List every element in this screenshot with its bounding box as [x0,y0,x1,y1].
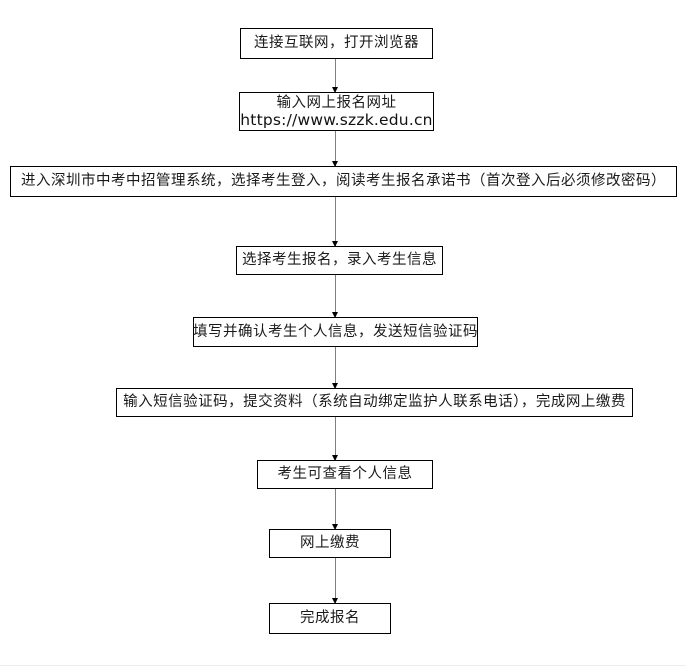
flow-step-label: 输入网上报名网址 [276,94,397,111]
down-arrow-connector [332,197,338,247]
flow-step-submit-and-pay: 输入短信验证码，提交资料（系统自动绑定监护人联系电话），完成网上缴费 [116,388,633,417]
flow-step-select-registration: 选择考生报名，录入考生信息 [236,246,443,275]
flow-step-complete: 完成报名 [269,603,391,634]
flow-step-label: 选择考生报名，录入考生信息 [242,252,437,268]
flow-step-label: 填写并确认考生个人信息，发送短信验证码 [193,323,478,340]
flow-step-label: 连接互联网，打开浏览器 [254,35,419,51]
flow-step-login-system: 进入深圳市中考中招管理系统，选择考生登入，阅读考生报名承诺书（首次登入后必须修改… [10,166,677,197]
flow-step-enter-url: 输入网上报名网址 https://www.szzk.edu.cn [239,92,434,131]
flow-step-label: 完成报名 [300,610,360,626]
down-arrow-connector [332,489,338,530]
flow-step-label: 考生可查看个人信息 [277,466,413,482]
registration-url-text: https://www.szzk.edu.cn [240,110,433,129]
flow-step-online-payment: 网上缴费 [269,529,391,558]
flow-step-label: 输入短信验证码，提交资料（系统自动绑定监护人联系电话），完成网上缴费 [123,394,626,410]
flow-step-view-info: 考生可查看个人信息 [257,460,433,489]
down-arrow-connector [332,275,338,318]
down-arrow-connector [332,558,338,604]
down-arrow-connector [332,59,338,93]
flow-step-connect-internet: 连接互联网，打开浏览器 [240,28,433,59]
flow-step-label: 进入深圳市中考中招管理系统，选择考生登入，阅读考生报名承诺书（首次登入后必须修改… [21,173,666,189]
flow-step-label: 网上缴费 [300,535,360,551]
down-arrow-connector [332,347,338,389]
down-arrow-connector [332,131,338,167]
down-arrow-connector [332,417,338,461]
flow-step-confirm-info-sms: 填写并确认考生个人信息，发送短信验证码 [193,317,478,347]
